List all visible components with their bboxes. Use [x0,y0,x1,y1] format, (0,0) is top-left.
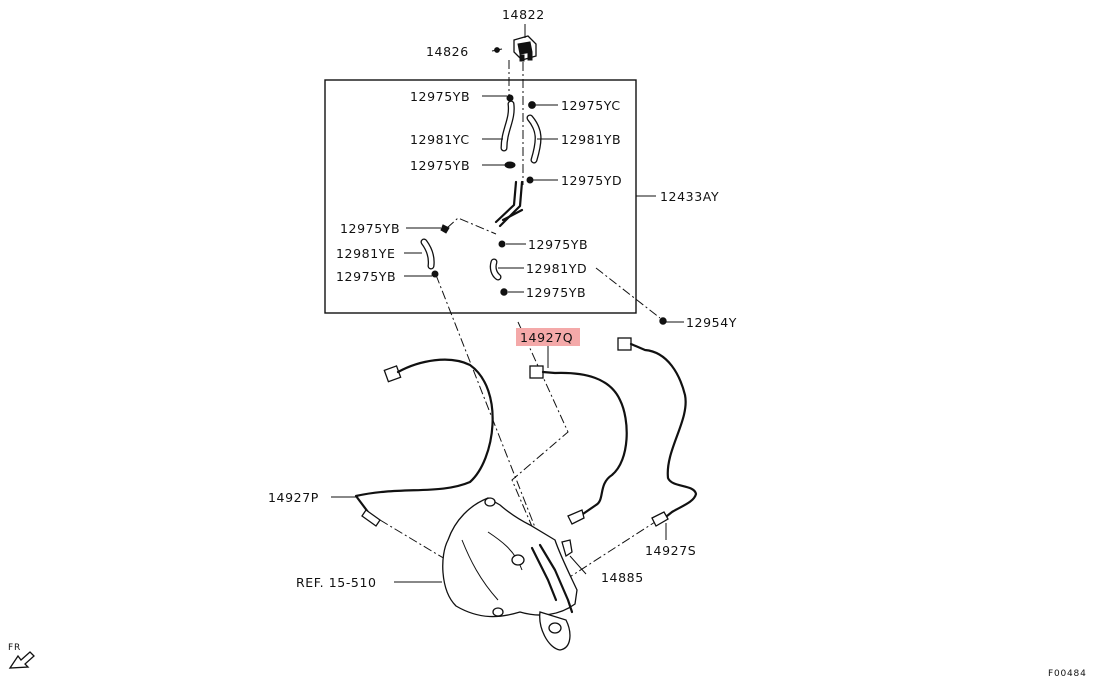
bracket-14885[interactable] [561,539,587,575]
label-12981YD[interactable]: 12981YD [526,261,587,276]
label-12975YB-1[interactable]: 12975YB [410,89,470,104]
label-leaders [331,24,684,583]
hose-12981YB[interactable] [526,114,542,164]
front-label: FR [8,643,21,653]
label-12981YE[interactable]: 12981YE [336,246,396,261]
label-12981YC[interactable]: 12981YC [410,132,470,147]
bolt-14826[interactable] [491,47,503,53]
label-14927Q[interactable]: 14927Q [520,330,573,345]
label-12981YB[interactable]: 12981YB [561,132,621,147]
highlight-14927Q [516,328,580,346]
label-14822[interactable]: 14822 [502,7,545,22]
label-14927S[interactable]: 14927S [645,543,696,558]
label-12975YB-4[interactable]: 12975YB [528,237,588,252]
front-arrow-icon [8,651,35,669]
label-14826[interactable]: 14826 [426,44,469,59]
label-12975YB-3[interactable]: 12975YB [340,221,400,236]
diagram-id: F00484 [1048,669,1087,678]
label-14927P[interactable]: 14927P [268,490,319,505]
o2-sensor-14927P[interactable] [354,358,494,527]
vacuum-sensor-14822[interactable] [513,35,537,62]
tube-assembly[interactable] [494,180,524,228]
label-14885[interactable]: 14885 [601,570,644,585]
label-12433AY[interactable]: 12433AY [660,189,719,204]
clip-markers [431,94,667,325]
label-12975YB-5[interactable]: 12975YB [336,269,396,284]
label-ref-15-510[interactable]: REF. 15-510 [296,575,377,590]
label-12975YB-2[interactable]: 12975YB [410,158,470,173]
hose-12981YE[interactable] [420,238,435,270]
label-12975YC[interactable]: 12975YC [561,98,621,113]
hose-12981YC[interactable] [500,100,515,152]
label-12975YB-6[interactable]: 12975YB [526,285,586,300]
exhaust-converter[interactable] [442,497,578,651]
o2-sensor-14927Q[interactable] [529,365,628,525]
label-12954Y[interactable]: 12954Y [686,315,737,330]
front-direction-indicator: FR [8,643,35,669]
hose-12981YD[interactable] [489,258,502,281]
o2-sensor-14927S[interactable] [617,337,698,527]
label-12975YD[interactable]: 12975YD [561,173,622,188]
